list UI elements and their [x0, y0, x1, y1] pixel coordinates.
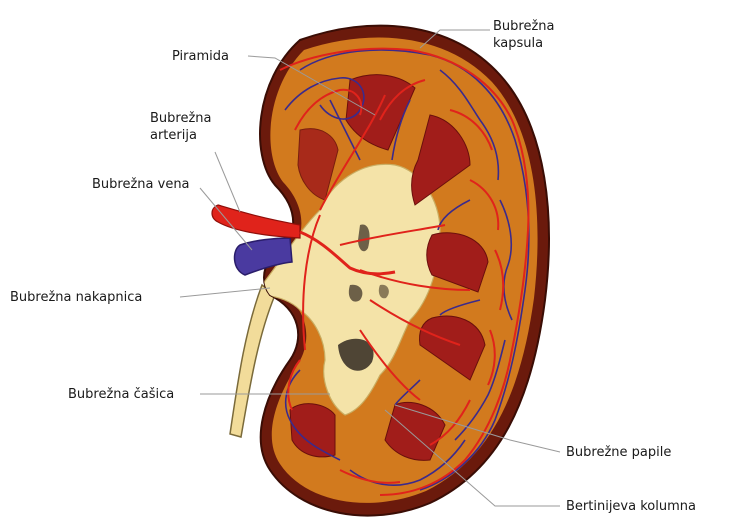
label-renal-papillae: Bubrežne papile [566, 444, 671, 461]
label-renal-pelvis: Bubrežna nakapnica [10, 289, 142, 306]
label-renal-artery: Bubrežna arterija [150, 110, 240, 144]
label-pyramid: Piramida [172, 48, 229, 65]
label-renal-calyx: Bubrežna čašica [68, 386, 174, 403]
renal-artery [212, 205, 300, 238]
label-renal-capsule: Bubrežna kapsula [493, 18, 583, 52]
label-renal-vein: Bubrežna vena [92, 176, 190, 193]
label-bertin-column: Bertinijeva kolumna [566, 498, 696, 515]
